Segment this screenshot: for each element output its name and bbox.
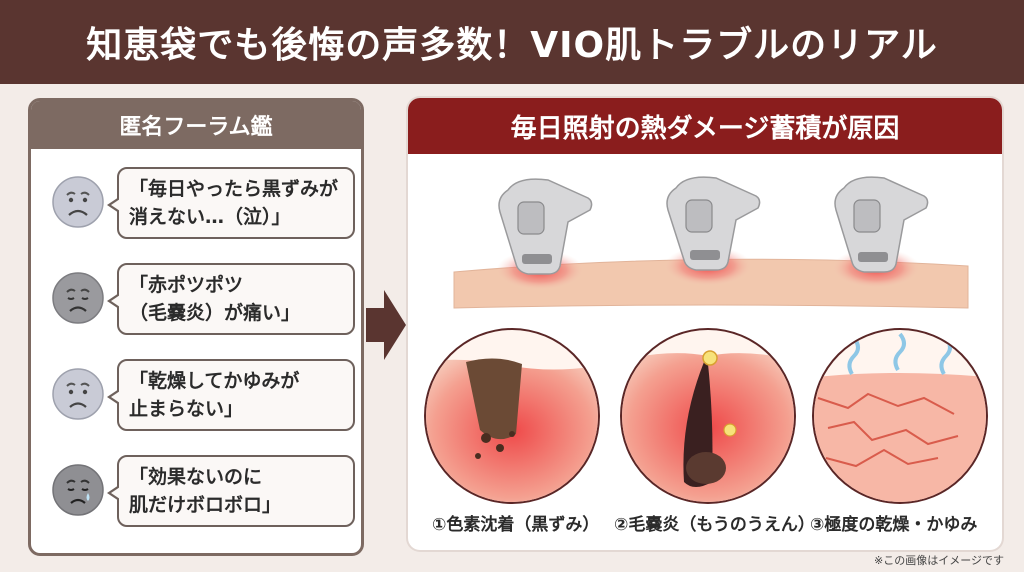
hair-removal-device-icon (498, 178, 593, 275)
caption-folliculitis: ②毛嚢炎（もうのうえん） (614, 515, 815, 535)
post-text-line1: 「乾燥してかゆみが (129, 370, 300, 392)
post-text-line1: 「効果ないのに (129, 466, 263, 488)
crying-face-icon (52, 464, 104, 516)
hair-removal-device-icon (834, 176, 929, 273)
forum-panel: 匿名フーラム鑑 「毎日やったら黒ずみが 消えない…（泣）」 「赤ポツポツ (28, 98, 364, 556)
right-arrow-icon (366, 290, 406, 360)
forum-post: 「赤ポツポツ （毛嚢炎）が痛い」 (45, 263, 355, 343)
forum-header: 匿名フーラム鑑 (31, 101, 361, 149)
post-text-line2: 止まらない」 (129, 398, 244, 420)
post-text-line2: 消えない…（泣）」 (129, 206, 291, 228)
cause-title: 毎日照射の熱ダメージ蓄積が原因 (510, 113, 900, 144)
cause-header: 毎日照射の熱ダメージ蓄積が原因 (408, 98, 1002, 154)
forum-post: 「毎日やったら黒ずみが 消えない…（泣）」 (45, 167, 355, 247)
post-bubble: 「効果ないのに 肌だけボロボロ」 (107, 455, 355, 527)
caption-pigmentation: ①色素沈着（黒ずみ） (432, 515, 600, 535)
irradiation-illustration (453, 176, 969, 309)
forum-title: 匿名フーラム鑑 (119, 115, 273, 140)
post-bubble: 「赤ポツポツ （毛嚢炎）が痛い」 (107, 263, 355, 335)
folliculitis-illustration (620, 328, 796, 504)
page-title: 知恵袋でも後悔の声多数！VIO肌トラブルのリアル (86, 25, 938, 66)
post-text-line1: 「赤ポツポツ (129, 274, 244, 296)
sad-face-icon (52, 272, 104, 324)
sad-face-icon (52, 176, 104, 228)
cause-panel: 毎日照射の熱ダメージ蓄積が原因 (408, 98, 1002, 550)
skin-trouble-illustrations (424, 328, 988, 504)
pigmentation-illustration (424, 328, 600, 504)
dryness-illustration (812, 328, 988, 504)
sad-face-icon (52, 368, 104, 420)
post-bubble: 「乾燥してかゆみが 止まらない」 (107, 359, 355, 431)
post-text-line2: 肌だけボロボロ」 (129, 494, 282, 516)
post-text-line2: （毛嚢炎）が痛い」 (129, 302, 301, 324)
post-bubble: 「毎日やったら黒ずみが 消えない…（泣）」 (107, 167, 355, 239)
caption-dryness: ③極度の乾燥・かゆみ (810, 515, 978, 535)
forum-post: 「効果ないのに 肌だけボロボロ」 (45, 455, 355, 535)
image-disclaimer: ※この画像はイメージです (874, 554, 1004, 567)
forum-post: 「乾燥してかゆみが 止まらない」 (45, 359, 355, 439)
hair-removal-device-icon (666, 176, 761, 271)
page-title-banner: 知恵袋でも後悔の声多数！VIO肌トラブルのリアル (0, 0, 1024, 84)
post-text-line1: 「毎日やったら黒ずみが (129, 178, 339, 200)
